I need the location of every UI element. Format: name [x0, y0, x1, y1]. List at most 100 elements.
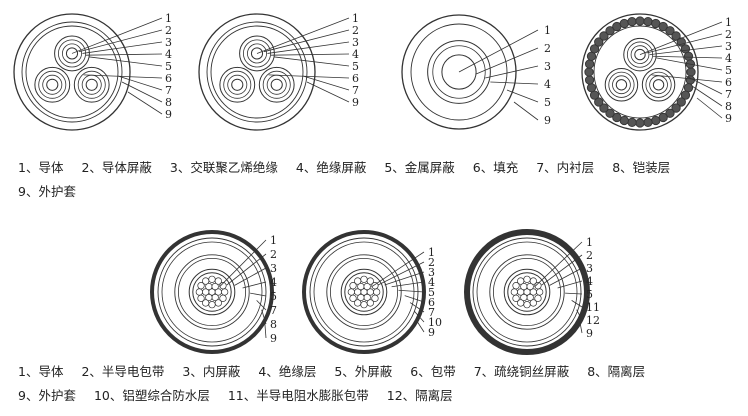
- core-screen: [262, 70, 291, 99]
- inner-lining: [593, 25, 687, 119]
- conductor-strand: [211, 282, 219, 291]
- leader-line: [85, 53, 163, 56]
- leader-line: [306, 81, 350, 103]
- armour-wire: [686, 67, 696, 77]
- layer-number-label: 2: [725, 28, 732, 41]
- legend-item: 2、半导电包带: [81, 364, 165, 379]
- armour-wire: [651, 115, 661, 126]
- conductor-strand: [197, 282, 205, 290]
- core-insulation-inner: [42, 74, 63, 95]
- layer-number-label: 5: [165, 60, 172, 73]
- layer-number-label: 2: [586, 249, 593, 262]
- conductor-strand: [520, 293, 528, 302]
- insulation: [427, 40, 491, 104]
- legend-item: 1、导体: [18, 364, 64, 379]
- leader-line: [234, 267, 267, 286]
- layer-number-label: 9: [586, 327, 593, 340]
- armour-wire: [586, 83, 597, 93]
- conductor-strand: [349, 282, 357, 290]
- leader-line: [371, 251, 425, 288]
- legend-item: 6、包带: [410, 364, 456, 379]
- leader-line: [565, 292, 583, 295]
- conductor: [85, 78, 98, 91]
- filler-boundary: [210, 25, 304, 119]
- conductor-strand: [205, 293, 213, 302]
- screen-layer: [476, 241, 578, 343]
- layer-number-label: 9: [352, 96, 359, 109]
- insulation: [492, 257, 561, 326]
- isolation-layer: [472, 237, 582, 347]
- armour-wire: [658, 21, 668, 32]
- layer-number-label: 5: [544, 96, 551, 109]
- conductor-strand: [371, 282, 379, 290]
- leader-line: [219, 239, 267, 288]
- armour-wire: [594, 37, 604, 47]
- conductor-strand: [373, 288, 381, 296]
- conductor-strand: [214, 299, 222, 307]
- conductor: [192, 272, 232, 312]
- core-insulation-inner: [266, 74, 287, 95]
- insulation: [329, 257, 398, 326]
- leader-line: [506, 89, 539, 103]
- conductor-strand: [526, 282, 534, 291]
- conductor: [507, 272, 547, 312]
- legend-item: 2、导体屏蔽: [81, 160, 152, 175]
- leader-line: [82, 41, 163, 54]
- conductor: [615, 79, 628, 91]
- layer-number-label: 4: [428, 276, 435, 289]
- conductor-strand: [366, 299, 374, 307]
- conductor-strand: [349, 294, 357, 302]
- leader-line: [549, 267, 583, 286]
- outer-screen: [489, 254, 565, 330]
- core-insulation-inner: [612, 75, 631, 95]
- layer-number-label: 7: [352, 84, 359, 97]
- leader-line: [475, 47, 539, 75]
- layer-number-label: 4: [725, 52, 732, 65]
- legend-item: 5、金属屏蔽: [384, 160, 455, 175]
- core-insulation-inner: [630, 45, 650, 64]
- filler-boundary: [25, 25, 119, 119]
- core-insulation-inner: [227, 74, 248, 95]
- leader-line: [404, 295, 425, 303]
- layer-number-label: 4: [165, 48, 172, 61]
- conductor-strand: [366, 277, 374, 285]
- leader-line: [557, 280, 583, 289]
- layer-number-label: 2: [270, 248, 277, 261]
- core-screen: [38, 70, 67, 99]
- inner-sheath: [21, 21, 123, 123]
- layer-number-label: 9: [725, 112, 732, 125]
- layer-number-label: 3: [428, 266, 435, 279]
- armour-wire: [584, 59, 595, 69]
- leader-line: [646, 33, 723, 54]
- outer-screen: [174, 254, 250, 330]
- leader-line: [127, 91, 163, 115]
- armour-wire: [643, 117, 653, 128]
- conductor: [46, 78, 59, 91]
- insulation-inner: [432, 45, 486, 99]
- conductor-strand: [534, 294, 542, 302]
- core-insulation: [641, 68, 676, 102]
- isolation-layer: [309, 237, 419, 347]
- layer-number-label: 7: [270, 304, 277, 317]
- outer-screen: [326, 254, 402, 330]
- core-insulation: [258, 66, 295, 103]
- core-insulation-inner: [649, 75, 668, 95]
- core-screen: [608, 71, 635, 98]
- layer-number-label: 5: [586, 288, 593, 301]
- inner-screen: [188, 268, 236, 316]
- leader-line: [264, 320, 267, 339]
- armour-wire: [643, 16, 653, 27]
- leader-line: [78, 29, 163, 53]
- layer-number-label: 8: [725, 100, 732, 113]
- conductor-strand: [512, 294, 520, 302]
- core-insulation-inner: [62, 43, 82, 64]
- conductor-strand: [512, 282, 520, 290]
- leader-line: [691, 85, 723, 107]
- conductor-strand: [219, 282, 227, 290]
